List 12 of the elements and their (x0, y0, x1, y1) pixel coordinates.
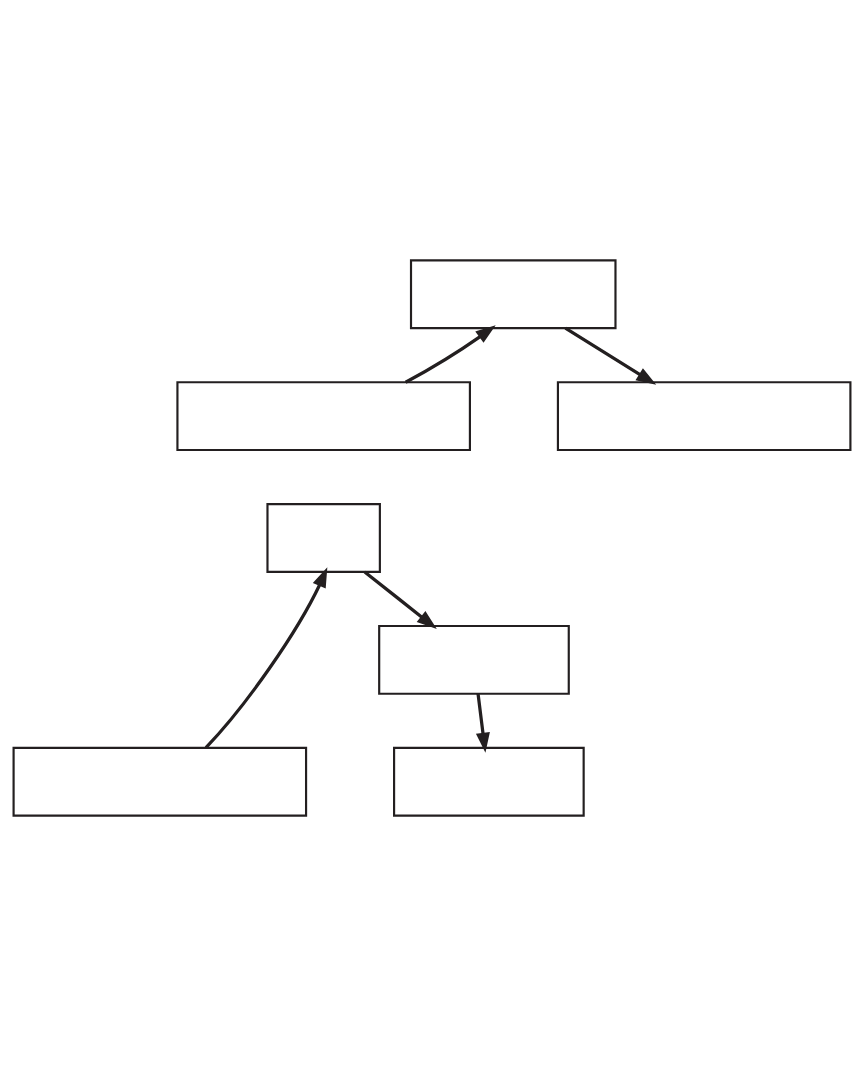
arrow (475, 693, 490, 753)
arrow (404, 325, 496, 384)
node-box (12, 746, 308, 817)
node-box (409, 259, 617, 330)
node-box (266, 503, 381, 573)
node-box (378, 624, 570, 695)
node-box (393, 746, 585, 817)
node-box (176, 381, 471, 452)
arrow (363, 570, 437, 630)
arrow (564, 326, 657, 385)
node-box (556, 381, 852, 452)
arrow (204, 567, 328, 749)
